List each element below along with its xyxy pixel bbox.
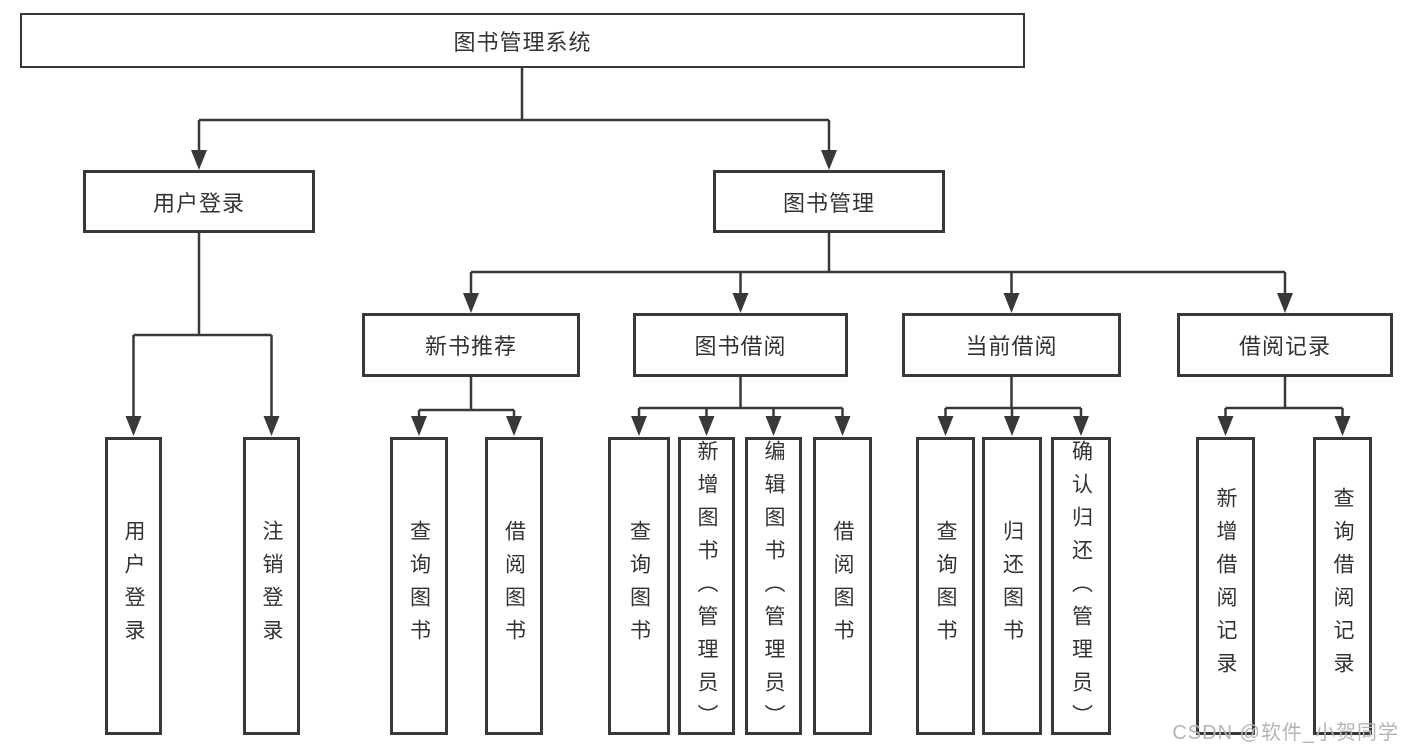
- leaf-confirm-return-admin: 确认归还（管理员）: [1051, 437, 1111, 737]
- leaf-edit-book-admin: 编辑图书（管理员）: [745, 437, 802, 737]
- node-current-borrow-label: 当前借阅: [965, 334, 1058, 359]
- leaf-query-book-2-label: 查询图书: [627, 520, 651, 652]
- leaf-add-borrow-record: 新增借阅记录: [1196, 437, 1255, 735]
- leaf-add-book-admin: 新增图书（管理员）: [678, 437, 735, 737]
- leaf-edit-book-admin-label: 编辑图书（管理员）: [762, 440, 785, 737]
- leaf-borrow-book-1: 借阅图书: [485, 437, 543, 735]
- leaf-logout-label: 注销登录: [260, 520, 283, 652]
- leaf-query-book-1-label: 查询图书: [407, 520, 431, 652]
- node-book-management-label: 图书管理: [782, 190, 875, 216]
- leaf-user-login-label: 用户登录: [122, 520, 145, 652]
- node-current-borrow: 当前借阅: [902, 313, 1121, 377]
- node-book-management: 图书管理: [713, 170, 945, 233]
- leaf-borrow-book-2-label: 借阅图书: [831, 520, 854, 652]
- leaf-confirm-return-admin-label: 确认归还（管理员）: [1069, 440, 1093, 737]
- node-new-book-recommend: 新书推荐: [362, 313, 580, 377]
- csdn-watermark: CSDN @软件_小贺同学: [1172, 722, 1399, 744]
- leaf-user-login: 用户登录: [105, 437, 162, 735]
- node-user-login-group: 用户登录: [83, 170, 315, 233]
- leaf-query-book-1: 查询图书: [390, 437, 448, 735]
- leaf-query-book-3: 查询图书: [916, 437, 975, 735]
- leaf-return-book-label: 归还图书: [1000, 520, 1024, 652]
- node-borrow-records-label: 借阅记录: [1238, 334, 1331, 359]
- leaf-query-borrow-record-label: 查询借阅记录: [1331, 487, 1354, 685]
- leaf-logout: 注销登录: [243, 437, 300, 735]
- node-borrow-records: 借阅记录: [1177, 313, 1393, 377]
- node-book-borrow: 图书借阅: [633, 313, 848, 377]
- leaf-query-book-2: 查询图书: [608, 437, 670, 735]
- node-root-label: 图书管理系统: [453, 29, 592, 55]
- leaf-borrow-book-2: 借阅图书: [813, 437, 872, 735]
- node-new-book-recommend-label: 新书推荐: [424, 334, 517, 359]
- leaf-return-book: 归还图书: [982, 437, 1042, 735]
- leaf-borrow-book-1-label: 借阅图书: [502, 520, 526, 652]
- node-root: 图书管理系统: [20, 13, 1025, 68]
- leaf-add-borrow-record-label: 新增借阅记录: [1214, 487, 1237, 685]
- node-book-borrow-label: 图书借阅: [694, 334, 787, 359]
- leaf-query-book-3-label: 查询图书: [934, 520, 957, 652]
- leaf-add-book-admin-label: 新增图书（管理员）: [695, 440, 718, 737]
- leaf-query-borrow-record: 查询借阅记录: [1313, 437, 1372, 735]
- node-user-login-group-label: 用户登录: [152, 190, 245, 216]
